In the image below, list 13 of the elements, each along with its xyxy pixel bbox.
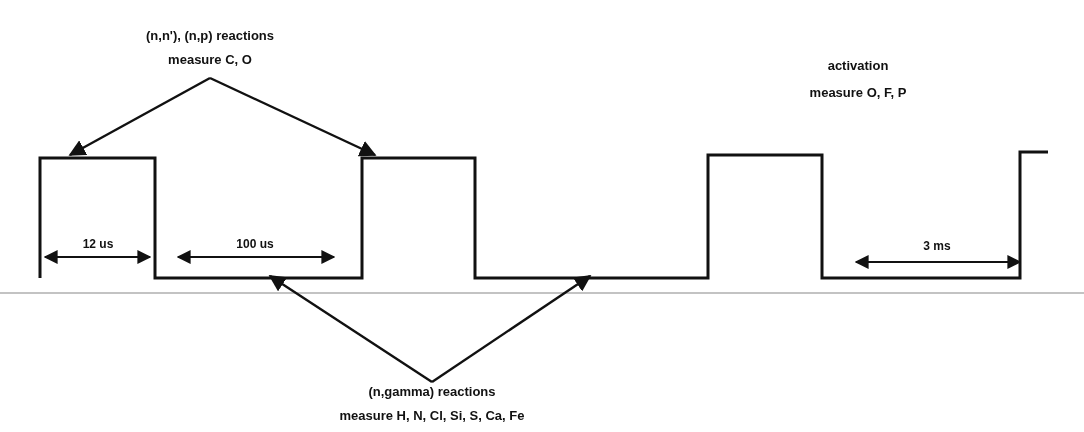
reaction-label: (n,gamma) reactions [367, 384, 497, 399]
dimension-label: 3 ms [923, 239, 951, 253]
element-list-text: measure H, N, Cl, Si, S, Ca, Fe [339, 408, 525, 423]
caption-text: activation [827, 58, 889, 73]
arrow [209, 76, 377, 157]
dimension-label: 100 us [236, 237, 274, 251]
dimension-label: 12 us [82, 237, 114, 251]
element-list-text: measure C, O [167, 52, 253, 67]
reaction-label: (n,n'), (n,p) reactions [146, 28, 275, 43]
arrow [68, 76, 211, 157]
arrow [431, 275, 592, 383]
arrow [268, 275, 433, 383]
element-list-text: measure O, F, P [809, 85, 907, 100]
